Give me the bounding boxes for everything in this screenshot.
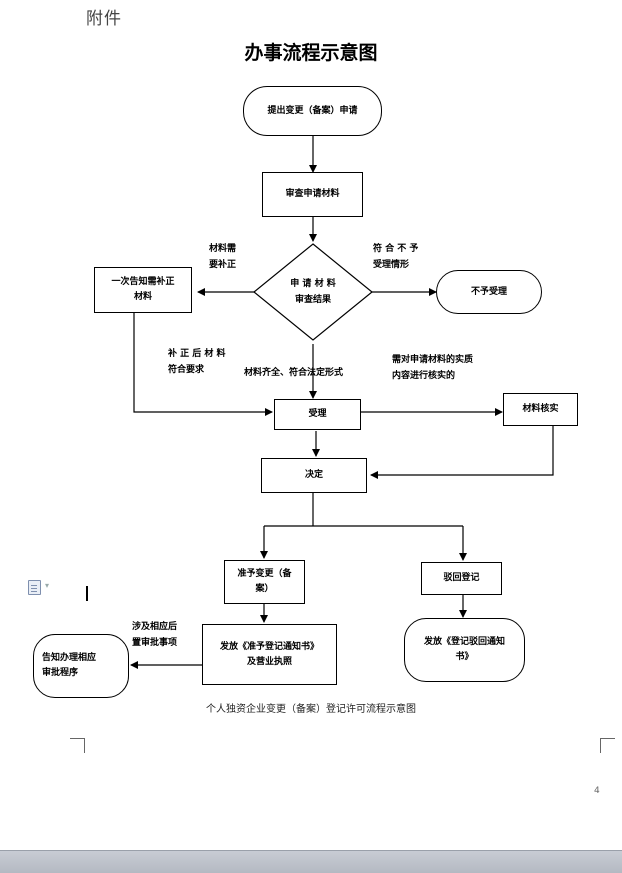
notify-other-procedure-node: 告知办理相应 审批程序 [33, 634, 129, 698]
issue-rejection-node: 发放《登记驳回通知 书》 [404, 618, 525, 682]
not-accepted-node: 不予受理 [436, 270, 542, 314]
label-needs-correction: 材料需 要补正 [209, 244, 237, 270]
dropdown-caret-icon[interactable]: ▾ [45, 581, 50, 590]
label-involves-approval: 涉及相应后 置审批事项 [132, 622, 178, 648]
approve-change-node: 准予变更（备 案） [224, 560, 305, 604]
page-corner-left [70, 738, 85, 753]
appendix-label: 附件 [86, 9, 122, 29]
issue-license-node: 发放《准予登记通知书》 及营业执照 [202, 624, 337, 685]
page-number: 4 [594, 786, 600, 796]
review-materials-node: 审查申请材料 [262, 172, 363, 217]
decide-node: 决定 [261, 458, 367, 493]
decision-diamond-shape [253, 243, 373, 341]
label-needs-verification: 需对申请材料的实质 内容进行核实的 [392, 355, 474, 381]
decision-diamond-label: 申 请 材 料 审查结果 [290, 279, 336, 305]
label-corrected-meets: 补 正 后 材 料 符合要求 [168, 349, 226, 375]
submit-application-node: 提出变更（备案）申请 [243, 86, 382, 136]
document-icon[interactable] [28, 580, 41, 595]
reject-registration-node: 驳回登记 [421, 562, 502, 595]
text-cursor [86, 586, 88, 601]
page-corner-right [600, 738, 615, 753]
label-not-meet-conditions: 符 合 不 予 受理情形 [373, 244, 419, 270]
verify-materials-node: 材料核实 [503, 393, 578, 426]
notify-supplement-node: 一次告知需补正 材料 [94, 267, 192, 313]
status-bar [0, 850, 622, 873]
page-title: 办事流程示意图 [244, 42, 378, 64]
accept-node: 受理 [274, 399, 361, 430]
figure-caption: 个人独资企业变更（备案）登记许可流程示意图 [206, 704, 416, 715]
label-complete-legal: 材料齐全、符合法定形式 [244, 368, 344, 378]
